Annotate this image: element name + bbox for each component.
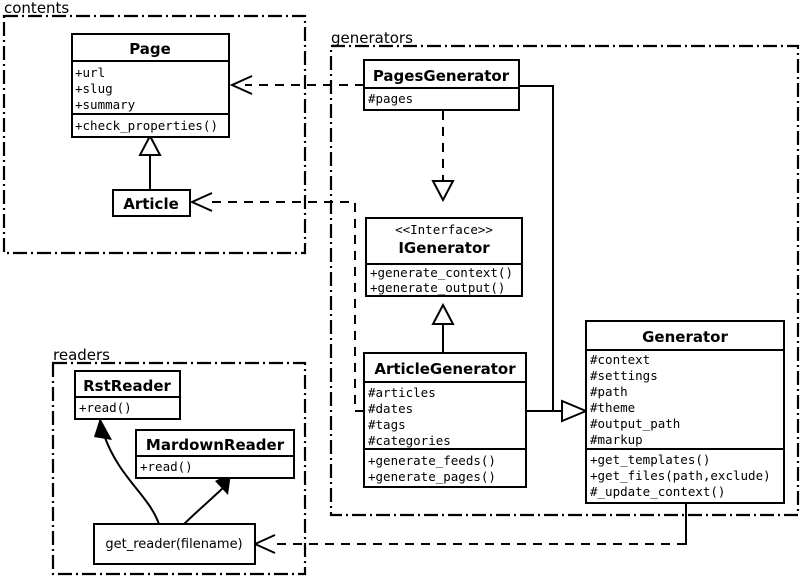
curved-flow-line [179, 486, 225, 529]
package-readers-border [51, 361, 307, 576]
class-method: +generate_feeds() [368, 453, 496, 468]
class-stereotype-igenerator: <<Interface>> [395, 222, 493, 237]
curved-flow-line [103, 434, 161, 528]
class-attribute: #path [590, 384, 628, 399]
class-method: +check_properties() [75, 118, 218, 133]
relation-generator-uses-get_reader [252, 503, 687, 554]
class-method: +generate_context() [370, 265, 513, 280]
class-box-outline [363, 59, 520, 111]
class-name-pages-generator: PagesGenerator [373, 67, 510, 85]
package-contents-border [2, 14, 307, 255]
class-method: +get_files(path,exclude) [590, 468, 771, 483]
dependency-elbow [205, 201, 364, 412]
class-box-pages-generator[interactable]: PagesGenerator #pages [363, 59, 520, 111]
class-method: +read() [140, 459, 193, 474]
class-name-rst-reader: RstReader [83, 377, 171, 395]
package-generators-border [329, 44, 800, 517]
relation-articlegenerator-realizes-igenerator [431, 302, 455, 353]
class-name-igenerator: IGenerator [398, 239, 490, 257]
hollow-triangle-arrowhead [431, 180, 455, 203]
package-contents: contents [2, 0, 307, 255]
class-box-generator[interactable]: Generator #context #settings #path #them… [585, 320, 785, 504]
class-method: +read() [79, 400, 132, 415]
class-attribute: #markup [590, 432, 643, 447]
class-box-outline [112, 189, 191, 217]
class-method: +generate_output() [370, 280, 505, 295]
package-contents-label: contents [4, 0, 69, 17]
package-generators: generators [329, 29, 800, 517]
relation-pagesgenerator-uses-page [229, 75, 364, 95]
class-method: +generate_pages() [368, 469, 496, 484]
open-arrowhead [252, 534, 276, 554]
function-box-outline [93, 523, 256, 565]
class-attribute: #categories [368, 433, 451, 448]
class-box-igenerator[interactable]: <<Interface>> IGenerator +generate_conte… [365, 217, 523, 297]
class-box-outline [71, 33, 230, 138]
class-name-article: Article [123, 195, 179, 213]
class-method: +get_templates() [590, 452, 710, 467]
class-name-article-generator: ArticleGenerator [374, 360, 516, 378]
class-attribute: #tags [368, 417, 406, 432]
relation-get_reader-returns-rstreader [94, 418, 161, 528]
package-generators-label: generators [331, 29, 413, 47]
filled-arrowhead [94, 418, 112, 440]
class-attribute: #theme [590, 400, 635, 415]
class-attribute: +url [75, 65, 105, 80]
open-arrowhead [189, 192, 213, 212]
class-box-article[interactable]: Article [112, 189, 191, 217]
class-box-outline [585, 320, 785, 504]
hollow-triangle-arrowhead [431, 302, 455, 325]
class-box-outline [363, 352, 527, 488]
class-method: #_update_context() [590, 484, 725, 499]
class-box-article-generator[interactable]: ArticleGenerator #articles #dates #tags … [363, 352, 527, 488]
relation-articlegenerator-uses-article [189, 192, 364, 412]
package-readers-label: readers [53, 346, 110, 364]
function-name-get-reader: get_reader(filename) [105, 537, 242, 552]
class-attribute: #dates [368, 401, 413, 416]
function-box-get-reader[interactable]: get_reader(filename) [93, 523, 256, 565]
class-attribute: +summary [75, 97, 136, 112]
class-name-generator: Generator [642, 328, 728, 346]
class-attribute: +slug [75, 81, 113, 96]
open-arrowhead [229, 75, 253, 95]
class-attribute: #output_path [590, 416, 680, 431]
class-attribute: #context [590, 352, 650, 367]
class-box-outline [135, 429, 295, 479]
class-box-outline [74, 370, 181, 420]
class-box-markdown-reader[interactable]: MardownReader +read() [135, 429, 295, 479]
relation-get_reader-returns-mardownreader [179, 473, 231, 529]
class-box-outline [365, 217, 523, 297]
relation-pagesgenerator-realizes-igenerator [431, 111, 455, 203]
class-attribute: #settings [590, 368, 658, 383]
hollow-triangle-arrowhead [138, 133, 162, 156]
class-box-rst-reader[interactable]: RstReader +read() [74, 370, 181, 420]
class-attribute: #pages [368, 91, 413, 106]
class-name-markdown-reader: MardownReader [146, 436, 285, 454]
hollow-triangle-arrowhead [561, 399, 589, 423]
relation-article-inherits-page [138, 133, 162, 193]
class-name-page: Page [129, 40, 171, 58]
package-readers: readers [51, 346, 307, 576]
relation-articlegenerator-inherits-generator [526, 399, 589, 423]
class-attribute: #articles [368, 385, 436, 400]
class-box-page[interactable]: Page +url +slug +summary +check_properti… [71, 33, 230, 138]
